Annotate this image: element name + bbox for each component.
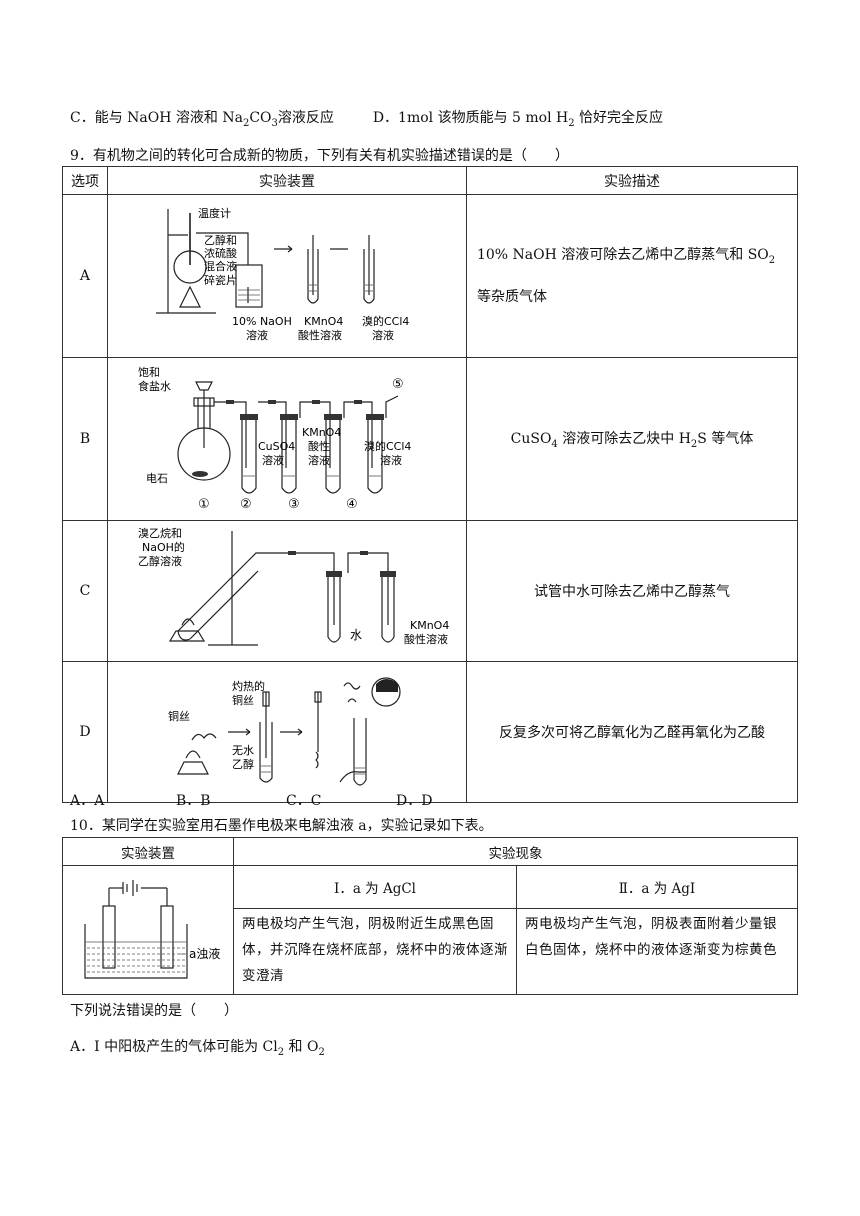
label-kmno4: KMnO4 bbox=[304, 315, 343, 328]
electrolysis-diagram: a浊液 bbox=[84, 880, 220, 979]
q9-row-a: A bbox=[62, 194, 799, 358]
q9-row-a-apparatus: 温度计 乙醇和 浓硫酸 混合液 碎瓷片 10% NaOH 溶液 KMnO4 酸性… bbox=[106, 194, 467, 358]
q10-case2-title: Ⅱ．a 为 AgI bbox=[516, 865, 798, 909]
label-cuso4-solution: 溶液 bbox=[262, 453, 284, 467]
q9-row-c-description: 试管中水可除去乙烯中乙醇蒸气 bbox=[465, 520, 799, 662]
q9-header-description: 实验描述 bbox=[465, 166, 799, 195]
label-hot-copper: 铜丝 bbox=[232, 693, 254, 707]
q10-header-device: 实验装置 bbox=[62, 837, 234, 866]
q9-row-c: C bbox=[62, 520, 799, 662]
q9-choice-a[interactable]: A．A bbox=[70, 793, 105, 809]
label-b-solution: 溶液 bbox=[308, 453, 330, 467]
q9-row-d-option: D bbox=[62, 661, 108, 803]
q9-row-c-option: C bbox=[62, 520, 108, 662]
label-hot: 灼热的 bbox=[232, 679, 265, 693]
q9-row-d: D bbox=[62, 661, 799, 803]
label-circle-5: ⑤ bbox=[392, 377, 404, 392]
label-circle-2: ② bbox=[240, 497, 252, 512]
label-bromine-ccl4: 溴的CCl4 bbox=[362, 314, 409, 328]
q10-result-row: 两电极均产生气泡，阴极附近生成黑色固体，并沉降在烧杯底部，烧杯中的液体逐渐变澄清… bbox=[63, 908, 798, 995]
q9-header-row: 选项 实验装置 实验描述 bbox=[62, 166, 799, 195]
q10-case1-text: 两电极均产生气泡，阴极附近生成黑色固体，并沉降在烧杯底部，烧杯中的液体逐渐变澄清 bbox=[233, 908, 517, 995]
q9-row-c-apparatus: 溴乙烷和 NaOH的 乙醇溶液 水 KMnO4 酸性溶液 bbox=[106, 520, 467, 662]
label-conc-sulfuric: 浓硫酸 bbox=[204, 246, 237, 260]
label-mixture: 混合液 bbox=[204, 259, 237, 273]
q10-case1-title: Ⅰ．a 为 AgCl bbox=[233, 865, 517, 909]
q9-row-a-description: 10% NaOH 溶液可除去乙烯中乙醇蒸气和 SO2 等杂质气体 bbox=[465, 194, 799, 358]
apparatus-c-diagram: 溴乙烷和 NaOH的 乙醇溶液 水 KMnO4 酸性溶液 bbox=[138, 526, 449, 646]
apparatus-d-diagram: 铜丝 灼热的 铜丝 无水 乙醇 bbox=[168, 677, 401, 786]
label-bromine-solution: 溶液 bbox=[372, 328, 394, 342]
q9-choice-b[interactable]: B．B bbox=[176, 793, 211, 809]
q10-case2-text: 两电极均产生气泡，阴极表面附着少量银白色固体，烧杯中的液体逐渐变为棕黄色 bbox=[516, 908, 798, 995]
q9-row-b-option: B bbox=[62, 357, 108, 521]
q9-stem: 9．有机物之间的转化可合成新的物质，下列有关有机实验描述错误的是（ ） bbox=[70, 148, 569, 164]
label-b-kmno4: KMnO4 bbox=[302, 426, 341, 439]
q10-device-cell: a浊液 bbox=[62, 865, 234, 995]
label-copper-wire: 铜丝 bbox=[168, 709, 190, 723]
q9-table: 选项 实验装置 实验描述 A bbox=[62, 166, 799, 803]
q10-case-row: a浊液 Ⅰ．a 为 AgCl Ⅱ．a 为 AgI bbox=[62, 865, 798, 995]
q9-row-b-apparatus: 饱和 食盐水 电石 CuSO4 溶液 KMnO4 酸性 溶液 溴的CCl4 溶液… bbox=[106, 357, 467, 521]
label-b-acidic: 酸性 bbox=[308, 439, 330, 453]
label-acidic-solution: 酸性溶液 bbox=[298, 328, 342, 342]
label-b-bromine: 溴的CCl4 bbox=[364, 439, 411, 453]
q9-row-b-description: CuSO4 溶液可除去乙炔中 H2S 等气体 bbox=[465, 357, 799, 521]
q10-question: 下列说法错误的是（ ） bbox=[70, 1003, 238, 1019]
label-circle-4: ④ bbox=[346, 497, 358, 512]
label-brine: 食盐水 bbox=[138, 379, 171, 393]
apparatus-b-diagram: 饱和 食盐水 电石 CuSO4 溶液 KMnO4 酸性 溶液 溴的CCl4 溶液… bbox=[138, 365, 411, 512]
label-b-bromine-solution: 溶液 bbox=[380, 453, 402, 467]
label-cuso4: CuSO4 bbox=[258, 440, 295, 453]
q9-row-d-apparatus: 铜丝 灼热的 铜丝 无水 乙醇 bbox=[106, 661, 467, 803]
label-a-suspension: a浊液 bbox=[189, 946, 220, 961]
q10-header-phenomenon: 实验现象 bbox=[233, 837, 798, 866]
label-c-kmno4: KMnO4 bbox=[410, 619, 449, 632]
q10-stem: 10．某同学在实验室用石墨作电极来电解浊液 a，实验记录如下表。 bbox=[70, 818, 493, 834]
label-ethanol-and: 乙醇和 bbox=[204, 233, 237, 247]
q10-header-row: 实验装置 实验现象 bbox=[62, 837, 798, 866]
label-ethanol-solution: 乙醇溶液 bbox=[138, 554, 182, 568]
q9-choice-d[interactable]: D．D bbox=[396, 793, 433, 809]
q10-option-a[interactable]: A．I 中阳极产生的气体可能为 Cl2 和 O2 bbox=[70, 1039, 325, 1058]
label-calcium-carbide: 电石 bbox=[146, 472, 168, 485]
q8-option-d: D．1mol 该物质能与 5 mol H2 恰好完全反应 bbox=[372, 110, 664, 129]
q9-row-a-option: A bbox=[62, 194, 108, 358]
label-water: 水 bbox=[350, 628, 362, 642]
q9-choice-c[interactable]: C．C bbox=[286, 793, 322, 809]
label-saturated: 饱和 bbox=[138, 365, 160, 379]
label-circle-3: ③ bbox=[288, 497, 300, 512]
q9-row-d-description: 反复多次可将乙醇氧化为乙醛再氧化为乙酸 bbox=[465, 661, 799, 803]
label-anhydrous: 无水 bbox=[232, 744, 254, 757]
q9-header-option: 选项 bbox=[62, 166, 108, 195]
apparatus-a-diagram: 温度计 乙醇和 浓硫酸 混合液 碎瓷片 10% NaOH 溶液 KMnO4 酸性… bbox=[155, 206, 409, 342]
label-thermometer: 温度计 bbox=[198, 206, 231, 220]
label-naoh: 10% NaOH bbox=[232, 315, 292, 328]
q8-options-line: C．能与 NaOH 溶液和 Na2CO3溶液反应 D．1mol 该物质能与 5 … bbox=[70, 107, 663, 129]
label-ethanol: 乙醇 bbox=[232, 757, 254, 771]
q8-option-c: C．能与 NaOH 溶液和 Na2CO3溶液反应 bbox=[70, 110, 334, 129]
label-naoh-solution: 溶液 bbox=[246, 328, 268, 342]
q10-table: 实验装置 实验现象 bbox=[62, 837, 798, 995]
label-c-acidic-solution: 酸性溶液 bbox=[404, 632, 448, 646]
q9-row-b: B bbox=[62, 357, 799, 521]
label-circle-1: ① bbox=[198, 497, 210, 512]
label-c-naoh: NaOH的 bbox=[142, 540, 185, 554]
label-bromoethane: 溴乙烷和 bbox=[138, 526, 182, 540]
q9-header-device: 实验装置 bbox=[106, 166, 467, 195]
label-porcelain: 碎瓷片 bbox=[204, 273, 237, 287]
